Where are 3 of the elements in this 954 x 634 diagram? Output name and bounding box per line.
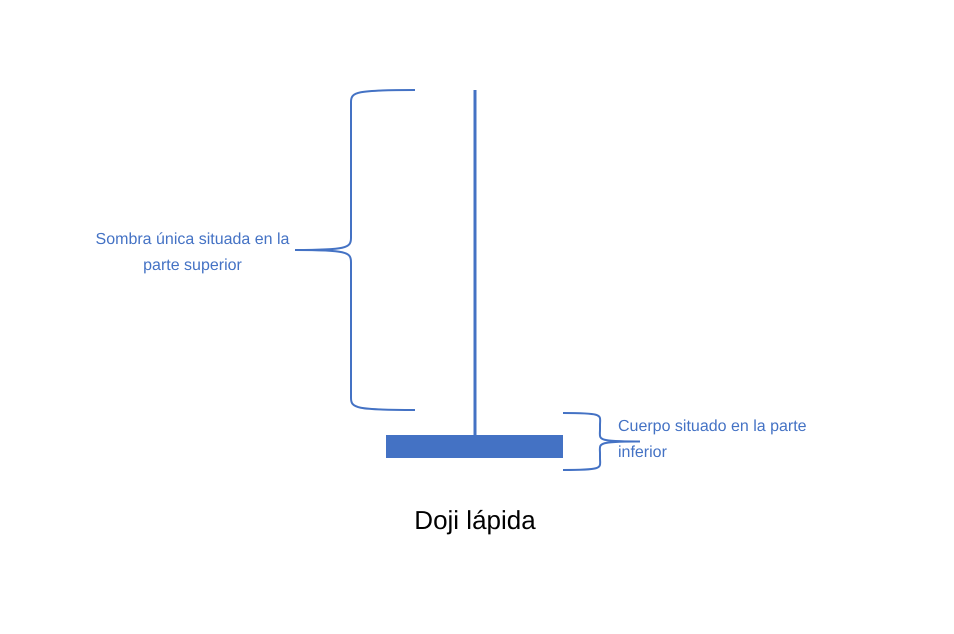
- caption: Doji lápida: [413, 505, 537, 536]
- annotation-label: Cuerpo situado en la parte inferior: [618, 417, 808, 463]
- annotation-label: Sombra única situada en la parte superior: [95, 230, 290, 276]
